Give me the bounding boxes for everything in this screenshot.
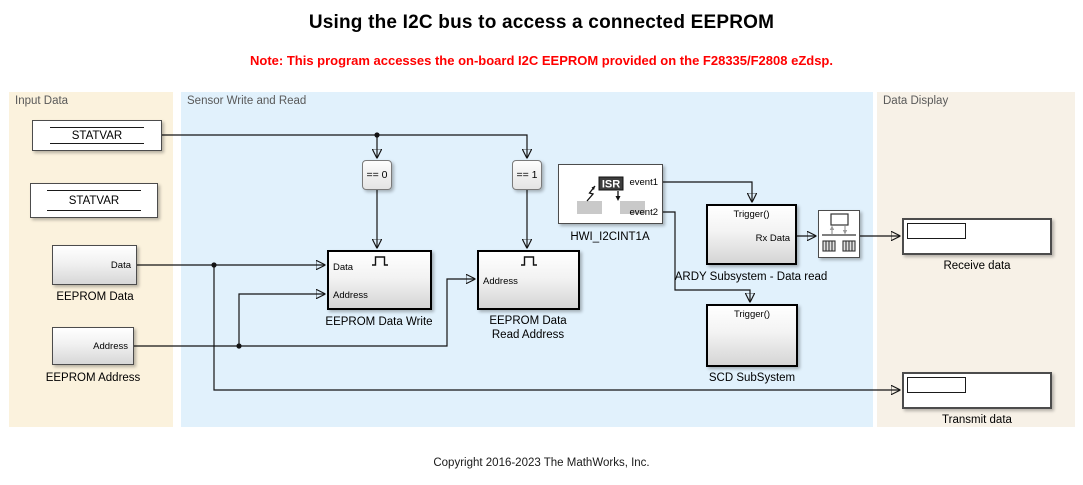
trigger-port-label: Trigger()	[733, 309, 771, 320]
memory-copy-icon	[822, 213, 856, 252]
block-ardy-subsystem[interactable]: Trigger() Rx Data	[706, 204, 797, 265]
block-compare-eq0[interactable]: == 0	[362, 160, 392, 190]
block-compare-eq0-label: == 0	[366, 169, 388, 181]
datastore-line	[49, 143, 145, 144]
datastore-line	[49, 127, 145, 128]
datastore-line	[47, 190, 141, 191]
port-label-data: Data	[333, 262, 354, 273]
block-statvar-1-label: STATVAR	[71, 129, 123, 142]
block-eeprom-data-read-address-label: EEPROM Data Read Address	[489, 315, 567, 341]
port-label-rx-data: Rx Data	[755, 233, 790, 244]
block-hwi-i2cint1a[interactable]: ISR event1 event2	[558, 164, 663, 224]
block-compare-eq1[interactable]: == 1	[512, 160, 542, 190]
block-scd-subsystem[interactable]: Trigger()	[706, 304, 798, 367]
block-receive-data-label: Receive data	[943, 260, 1011, 272]
port-label-address: Address	[333, 290, 368, 301]
port-label-data: Data	[110, 259, 131, 271]
port-label-event2: event2	[629, 207, 658, 218]
block-hwi-i2cint1a-label: HWI_I2CINT1A	[570, 231, 650, 243]
trigger-pulse-icon	[520, 256, 537, 266]
block-receive-data-display[interactable]	[902, 218, 1052, 255]
port-label-address: Address	[483, 276, 518, 287]
block-eeprom-data-label: EEPROM Data	[56, 291, 134, 303]
region-data-display-label: Data Display	[883, 95, 949, 107]
block-statvar-2[interactable]: STATVAR	[30, 183, 158, 218]
block-compare-eq1-label: == 1	[516, 169, 538, 181]
block-statvar-1[interactable]: STATVAR	[32, 120, 162, 151]
block-eeprom-address[interactable]: Address	[52, 327, 134, 365]
trigger-port-label: Trigger()	[733, 209, 770, 220]
model-note: Note: This program accesses the on-board…	[250, 53, 833, 68]
port-label-address: Address	[93, 340, 128, 352]
isr-icon: ISR	[577, 176, 645, 214]
region-sensor-label: Sensor Write and Read	[187, 95, 307, 107]
block-eeprom-data[interactable]: Data	[52, 245, 137, 285]
block-transmit-data-display[interactable]	[902, 372, 1052, 409]
block-memory-copy[interactable]	[818, 210, 860, 258]
block-scd-subsystem-label: SCD SubSystem	[708, 372, 796, 384]
model-title: Using the I2C bus to access a connected …	[308, 12, 775, 33]
display-value-box	[907, 377, 966, 393]
region-data-display: Data Display	[877, 92, 1075, 427]
port-label-event1: event1	[629, 177, 658, 188]
region-input-data-label: Input Data	[15, 95, 69, 107]
block-transmit-data-label: Transmit data	[942, 414, 1012, 426]
datastore-line	[47, 210, 141, 211]
display-value-box	[907, 223, 966, 239]
block-eeprom-data-read-address[interactable]: Address	[477, 250, 580, 310]
block-statvar-2-label: STATVAR	[68, 194, 120, 207]
trigger-pulse-icon	[371, 256, 388, 266]
block-ardy-subsystem-label: ARDY Subsystem - Data read	[674, 271, 828, 283]
svg-text:ISR: ISR	[602, 179, 620, 191]
block-eeprom-address-label: EEPROM Address	[45, 372, 141, 384]
copyright-text: Copyright 2016-2023 The MathWorks, Inc.	[433, 457, 650, 469]
block-eeprom-data-write[interactable]: Data Address	[327, 250, 432, 310]
block-eeprom-data-write-label: EEPROM Data Write	[325, 316, 433, 328]
